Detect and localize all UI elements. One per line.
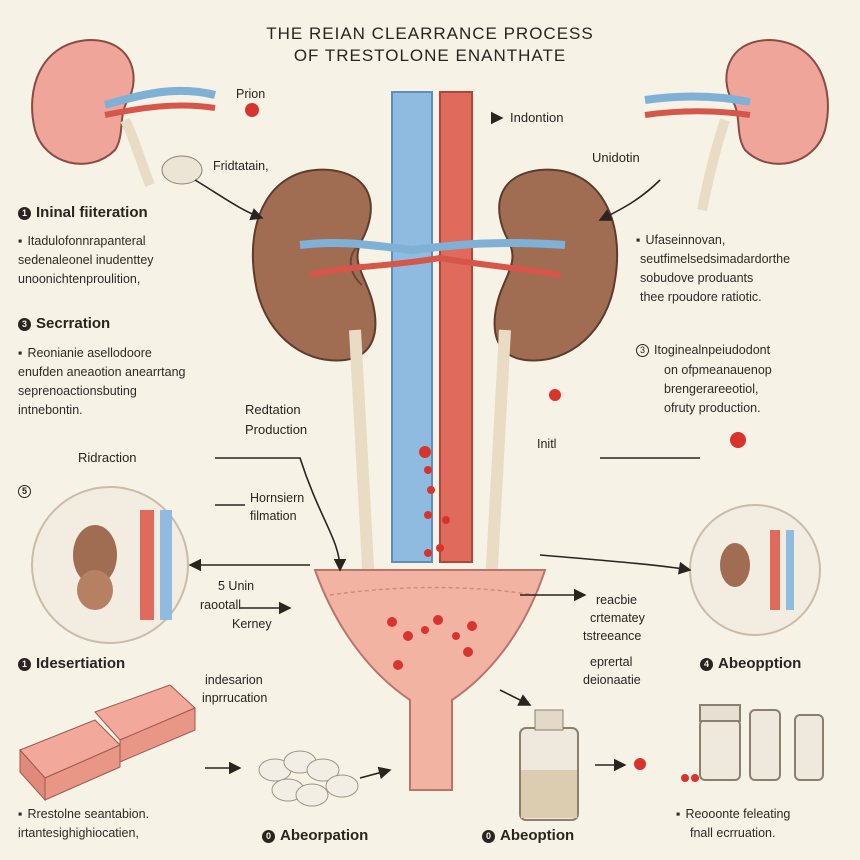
label-fridtain: Fridtatain, xyxy=(213,159,269,173)
kidney-top-left xyxy=(31,38,216,187)
bladder xyxy=(313,569,547,791)
bottles-right xyxy=(699,704,824,781)
vignette-left xyxy=(31,486,189,644)
label-raootall: raootall xyxy=(200,598,241,612)
right-top-line-3: sobudove produants xyxy=(640,271,754,285)
arrows xyxy=(188,111,700,780)
label-initl: Initl xyxy=(537,437,557,451)
right-top-line-1: Ufaseinnovan, xyxy=(636,232,725,248)
right-top-line-2: seutfimelsedsimadardorthe xyxy=(640,252,791,266)
step-4-heading: 4 Abeopption xyxy=(700,656,801,672)
label-production: Production xyxy=(245,422,308,437)
label-indontion: Indontion xyxy=(510,110,564,125)
step-idesertiation-title: Idesertiation xyxy=(36,655,126,672)
label-eprertal: eprertal xyxy=(590,655,633,669)
step-4-title: Abeopption xyxy=(718,655,802,672)
bottom-mid1-number: 0 xyxy=(262,830,275,843)
step-1-line-1: Itadulofonnrapanteral xyxy=(18,233,145,249)
label-tstreeance: tstreeance xyxy=(583,629,642,643)
bottom-mid2-title: Abeoption xyxy=(500,827,575,844)
kidney-top-right xyxy=(644,38,829,211)
bottom-right-line-2: fnall ecrruation. xyxy=(690,826,776,840)
label-5-unin: 5 Unin xyxy=(218,579,255,593)
bottom-left-line-1: Rrestolne seantabion. xyxy=(18,806,149,822)
hearts xyxy=(245,103,746,782)
step-1-number: 1 xyxy=(18,207,31,220)
right-mid-line-4: ofruty production. xyxy=(664,401,761,415)
label-prion: Prion xyxy=(236,87,266,101)
right-mid-line-2: on ofpmeanauenop xyxy=(664,363,772,377)
step-idesertiation-heading: 1 Idesertiation xyxy=(18,656,125,672)
label-crematey: crtematey xyxy=(590,611,645,625)
step-3-line-4: intnebontin. xyxy=(18,403,83,417)
step-1-title: Ininal fiiteration xyxy=(36,204,148,221)
label-redtation: Redtation xyxy=(245,402,301,417)
label-reacbie: reacbie xyxy=(596,593,637,607)
drops xyxy=(419,446,450,557)
step-5-heading: 5 xyxy=(18,483,36,499)
right-top-line-4: thee rpoudore ratiotic. xyxy=(640,290,762,304)
kidney-right-central xyxy=(493,168,619,362)
step-5-number: 5 xyxy=(18,485,31,498)
step-3-title: Secrration xyxy=(36,315,111,332)
right-mid-heading: 3 Itoginealnpeiudodont xyxy=(636,342,770,358)
label-inprrucation: inprrucation xyxy=(202,691,268,705)
label-hornsiern: Hornsiern xyxy=(250,491,305,505)
bottom-right-line-1: Reooonte feleating xyxy=(676,806,790,822)
label-indesarion: indesarion xyxy=(205,673,263,687)
bottom-mid1-title: Abeorpation xyxy=(280,827,369,844)
step-3-line-2: enufden aneaotion anearrtang xyxy=(18,365,186,379)
artery-vessel xyxy=(439,91,473,563)
title-line-1: THE REIAN CLEARRANCE PROCESS xyxy=(266,24,594,43)
step-1-line-2: sedenaleonel inudenttey xyxy=(18,253,154,267)
label-kerney: Kerney xyxy=(232,617,272,631)
bottom-mid2-number: 0 xyxy=(482,830,495,843)
label-filmation: filmation xyxy=(250,509,297,523)
bottom-mid2-heading: 0 Abeoption xyxy=(482,828,574,844)
label-deionatie: deionaatie xyxy=(583,673,641,687)
step-1-heading: 1 Ininal fiiteration xyxy=(18,205,148,221)
title-line-2: OF TRESTOLONE ENANTHATE xyxy=(293,46,567,65)
step-3-heading: 3 Secrration xyxy=(18,316,110,332)
vignette-right xyxy=(689,504,821,636)
right-mid-line-1: Itoginealnpeiudodont xyxy=(654,343,771,357)
step-3-line-3: seprenoactionsbuting xyxy=(18,384,137,398)
renal-artery xyxy=(309,254,561,278)
tablet-packs xyxy=(19,684,196,802)
label-ridraction: Ridraction xyxy=(78,450,137,465)
pills xyxy=(258,750,359,807)
bottle-center xyxy=(519,709,579,821)
right-mid-line-3: brengerareeotiol, xyxy=(664,382,759,396)
right-mid-number: 3 xyxy=(636,344,649,357)
renal-vein xyxy=(299,238,566,255)
step-1-line-3: unoonichtenproulition, xyxy=(18,272,141,286)
vein-vessel xyxy=(391,91,433,563)
label-unidotin: Unidotin xyxy=(592,150,640,165)
step-4-number: 4 xyxy=(700,658,713,671)
step-3-number: 3 xyxy=(18,318,31,331)
bottom-mid1-heading: 0 Abeorpation xyxy=(262,828,368,844)
step-idesertiation-number: 1 xyxy=(18,658,31,671)
bottom-left-line-2: irtantesighighiocatien, xyxy=(18,826,139,840)
step-3-line-1: Reonianie asellodoore xyxy=(18,345,151,361)
